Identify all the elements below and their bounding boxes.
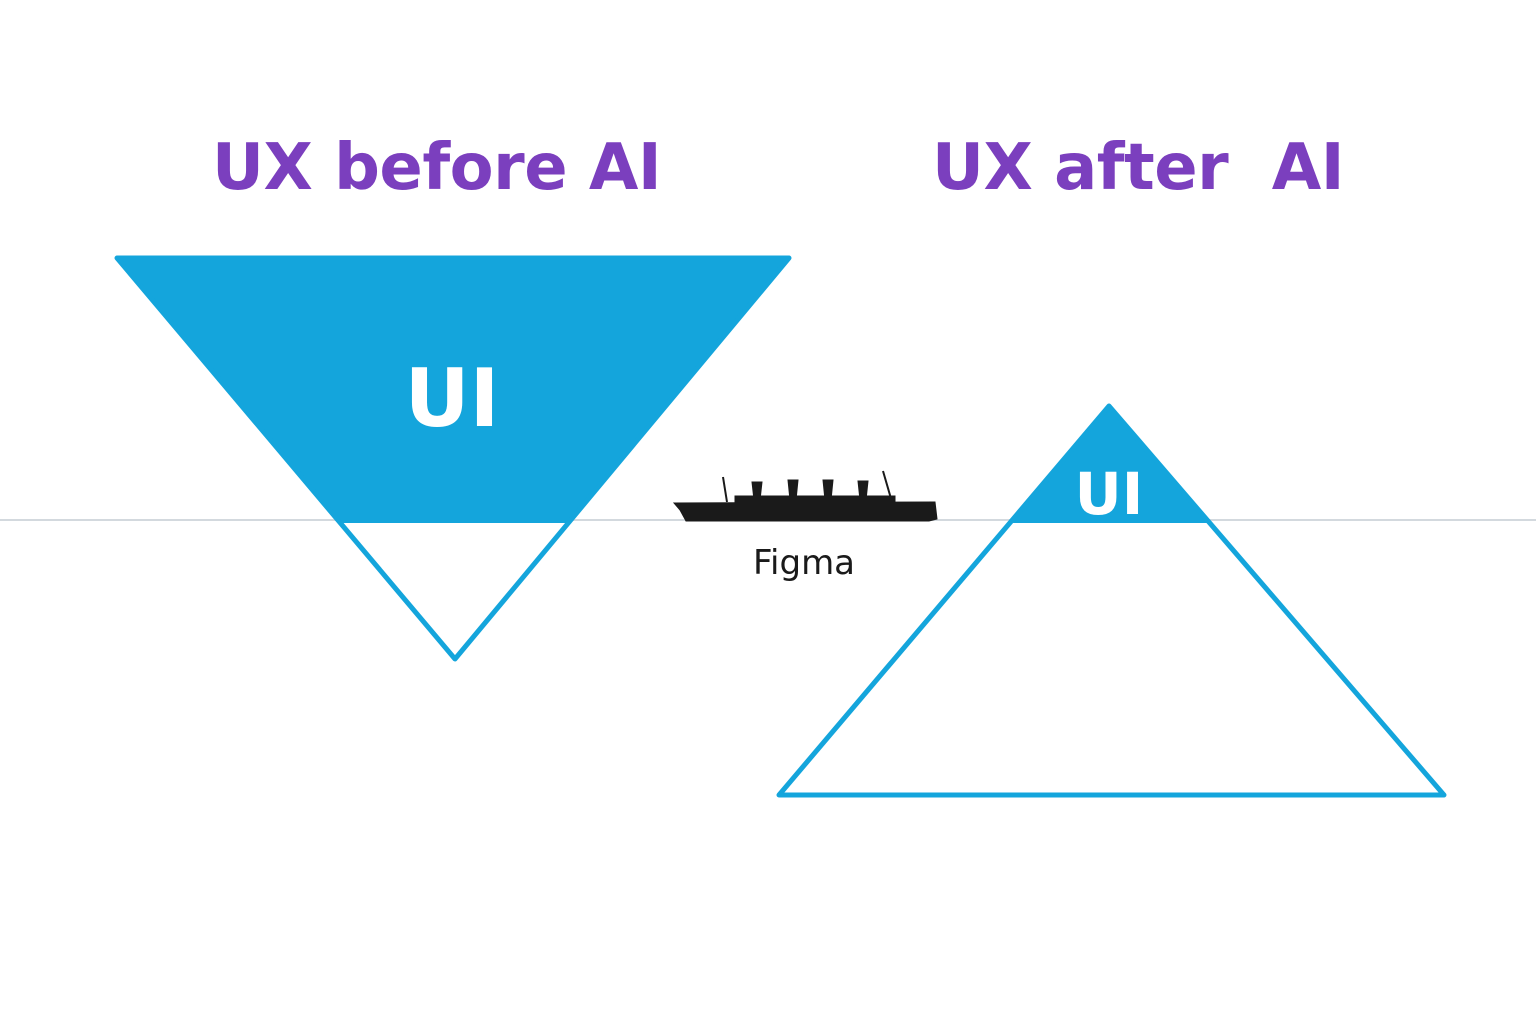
triangle-before-outline [114,255,792,662]
ship-icon [672,470,938,522]
triangle-before-ai: UI [114,255,792,662]
ui-label-before: UI [405,352,500,445]
triangle-after-ui-area [1011,406,1210,523]
ui-label-after: UI [1075,460,1144,528]
figma-label: Figma [753,543,855,583]
triangle-after-ai: UI [776,403,1447,798]
title-ux-after-ai: UX after AI [932,131,1345,205]
title-ux-before-ai: UX before AI [212,131,662,205]
triangle-after-outline [776,403,1447,798]
